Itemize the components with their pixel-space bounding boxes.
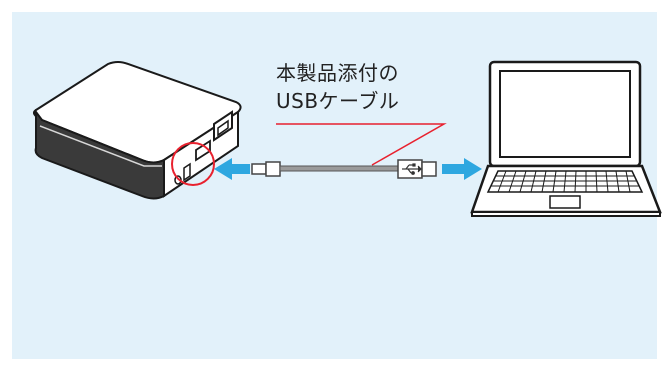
arrow-to-device	[214, 158, 250, 180]
usb-symbol-icon	[402, 163, 422, 175]
label-leader-line	[276, 123, 447, 166]
laptop-computer-icon	[470, 60, 662, 217]
arrow-to-laptop	[442, 158, 482, 180]
usb-cable	[251, 159, 437, 179]
cable-label-line2: USBケーブル	[276, 89, 400, 113]
cable-label-line1: 本製品添付の	[276, 61, 399, 85]
cable-label: 本製品添付の USBケーブル	[276, 59, 399, 115]
port-highlight-circle	[171, 142, 215, 186]
